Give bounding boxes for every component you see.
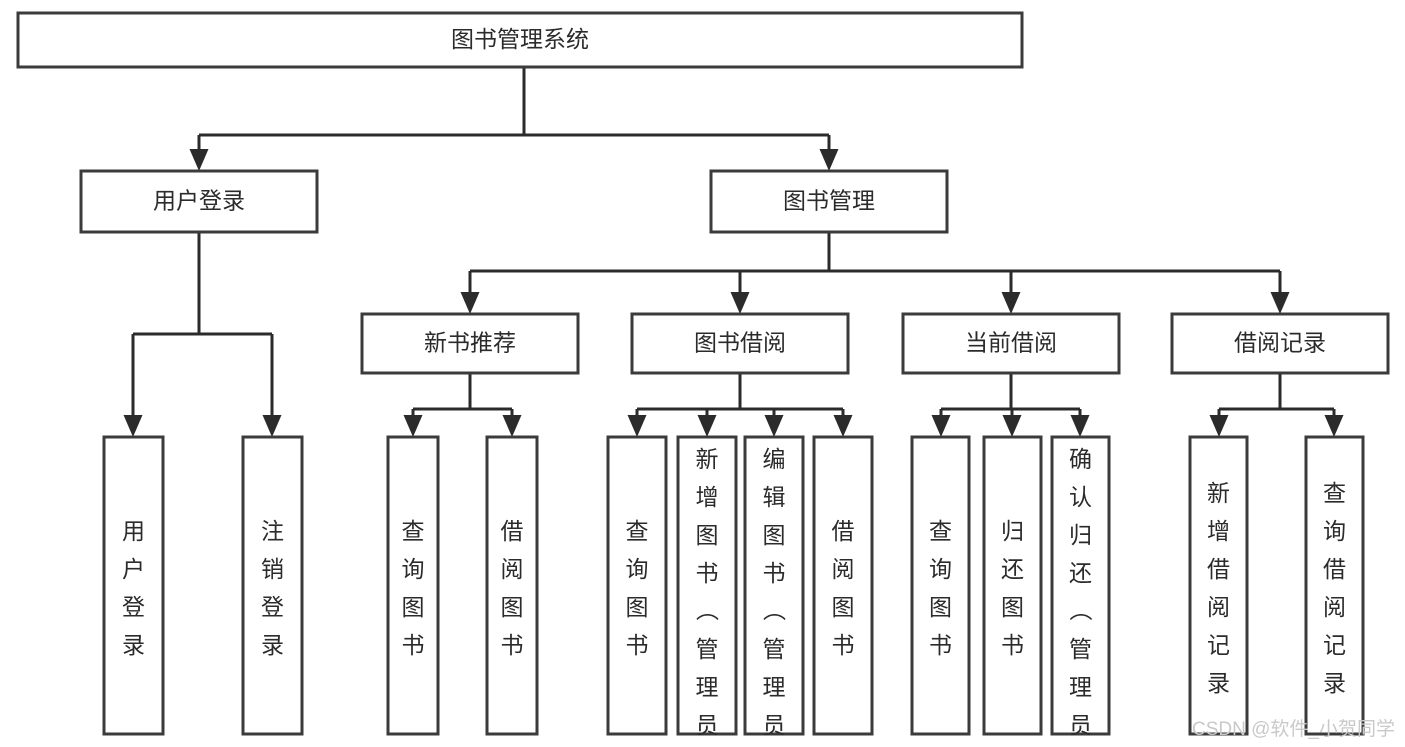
arrowhead-icon bbox=[502, 415, 522, 437]
arrowhead-icon bbox=[1070, 415, 1090, 437]
node-label: 查询借阅记录 bbox=[1323, 480, 1346, 696]
node-current-borrow[interactable]: 当前借阅 bbox=[901, 312, 1121, 375]
node-borrow-record[interactable]: 借阅记录 bbox=[1170, 312, 1390, 375]
arrowhead-icon bbox=[189, 149, 209, 171]
node-label: 新书推荐 bbox=[424, 330, 516, 356]
node-label: 借阅记录 bbox=[1234, 330, 1326, 356]
node-label: 查询图书 bbox=[626, 518, 649, 658]
node-box bbox=[1304, 435, 1365, 736]
node-leaf-query-book-1[interactable]: 查询图书 bbox=[386, 435, 440, 736]
arrowhead-icon bbox=[697, 415, 717, 437]
node-label: 图书管理系统 bbox=[451, 26, 589, 52]
arrowhead-icon bbox=[123, 415, 143, 437]
node-box bbox=[812, 435, 874, 736]
watermark-label: CSDN @软件_小贺同学 bbox=[1192, 719, 1395, 740]
node-label: 确认归还（管理员） bbox=[1069, 446, 1093, 747]
connector-borrow-record-to-leaves bbox=[1209, 373, 1344, 437]
node-box bbox=[1170, 312, 1390, 375]
connector-root-to-level1 bbox=[189, 67, 839, 171]
node-user-login[interactable]: 用户登录 bbox=[79, 169, 319, 234]
node-label: 编辑图书（管理员） bbox=[763, 446, 787, 747]
node-label: 查询图书 bbox=[402, 518, 425, 658]
arrowhead-icon bbox=[1324, 415, 1344, 437]
node-box bbox=[360, 312, 580, 375]
node-box bbox=[676, 435, 738, 736]
arrowhead-icon bbox=[262, 415, 282, 437]
connector-current-borrow-to-leaves bbox=[931, 373, 1090, 437]
node-box bbox=[241, 435, 304, 736]
arrowhead-icon bbox=[764, 415, 784, 437]
node-box bbox=[910, 435, 971, 736]
node-leaf-add-record[interactable]: 新增借阅记录 bbox=[1188, 435, 1249, 736]
node-box bbox=[16, 11, 1024, 69]
node-box bbox=[709, 169, 949, 234]
node-box bbox=[743, 435, 805, 736]
arrowhead-icon bbox=[627, 415, 647, 437]
node-box bbox=[485, 435, 539, 736]
node-leaf-query-book-3[interactable]: 查询图书 bbox=[910, 435, 971, 736]
arrowhead-icon bbox=[1002, 415, 1022, 437]
node-leaf-confirm-return[interactable]: 确认归还（管理员） bbox=[1050, 435, 1111, 747]
node-leaf-user-login[interactable]: 用户登录 bbox=[102, 435, 165, 736]
node-label: 图书管理 bbox=[783, 188, 875, 214]
node-book-borrow[interactable]: 图书借阅 bbox=[630, 312, 850, 375]
node-box bbox=[982, 435, 1043, 736]
node-label: 归还图书 bbox=[1001, 518, 1024, 658]
node-box bbox=[901, 312, 1121, 375]
arrowhead-icon bbox=[819, 149, 839, 171]
node-label: 注销登录 bbox=[261, 518, 284, 658]
arrowhead-icon bbox=[403, 415, 423, 437]
arrowhead-icon bbox=[931, 415, 951, 437]
node-book-manage[interactable]: 图书管理 bbox=[709, 169, 949, 234]
node-label: 借阅图书 bbox=[501, 518, 524, 658]
node-box bbox=[386, 435, 440, 736]
arrowhead-icon bbox=[1001, 292, 1021, 314]
connector-book-manage-to-level2 bbox=[460, 232, 1290, 314]
node-label: 图书借阅 bbox=[694, 330, 786, 356]
node-leaf-borrow-book-2[interactable]: 借阅图书 bbox=[812, 435, 874, 736]
node-box bbox=[630, 312, 850, 375]
node-label: 借阅图书 bbox=[832, 518, 855, 658]
node-label: 当前借阅 bbox=[965, 330, 1057, 356]
arrowhead-icon bbox=[1209, 415, 1229, 437]
node-box bbox=[79, 169, 319, 234]
connector-book-borrow-to-leaves bbox=[627, 373, 853, 437]
arrowhead-icon bbox=[1270, 292, 1290, 314]
node-label: 用户登录 bbox=[122, 518, 145, 658]
node-layer: 图书管理系统用户登录图书管理新书推荐图书借阅当前借阅借阅记录用户登录注销登录查询… bbox=[16, 11, 1390, 747]
node-label: 查询图书 bbox=[929, 518, 952, 658]
arrowhead-icon bbox=[833, 415, 853, 437]
node-leaf-return-book[interactable]: 归还图书 bbox=[982, 435, 1043, 736]
node-new-book-rec[interactable]: 新书推荐 bbox=[360, 312, 580, 375]
node-label: 用户登录 bbox=[153, 188, 245, 214]
node-label: 新增借阅记录 bbox=[1207, 480, 1230, 696]
arrowhead-icon bbox=[460, 292, 480, 314]
arrowhead-icon bbox=[730, 292, 750, 314]
node-box bbox=[606, 435, 668, 736]
connector-user-login-to-leaves bbox=[123, 232, 282, 437]
node-label: 新增图书（管理员） bbox=[696, 446, 720, 747]
node-leaf-query-record[interactable]: 查询借阅记录 bbox=[1304, 435, 1365, 736]
node-box bbox=[102, 435, 165, 736]
node-box bbox=[1188, 435, 1249, 736]
connector-new-book-rec-to-leaves bbox=[403, 373, 522, 437]
node-box bbox=[1050, 435, 1111, 736]
node-leaf-logout[interactable]: 注销登录 bbox=[241, 435, 304, 736]
node-leaf-query-book-2[interactable]: 查询图书 bbox=[606, 435, 668, 736]
connector-layer bbox=[123, 67, 1344, 437]
node-root[interactable]: 图书管理系统 bbox=[16, 11, 1024, 69]
node-leaf-borrow-book-1[interactable]: 借阅图书 bbox=[485, 435, 539, 736]
node-leaf-add-book[interactable]: 新增图书（管理员） bbox=[676, 435, 738, 747]
node-leaf-edit-book[interactable]: 编辑图书（管理员） bbox=[743, 435, 805, 747]
